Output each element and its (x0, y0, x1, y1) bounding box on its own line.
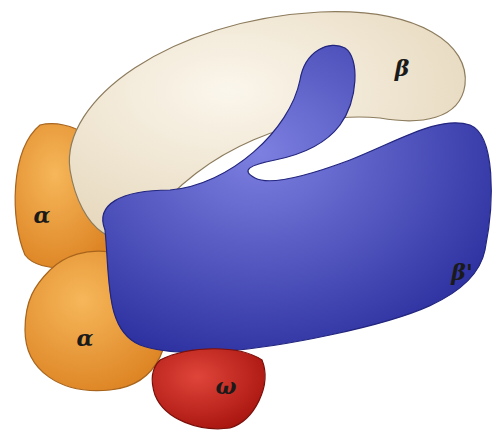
omega-subunit: ω (148, 340, 276, 432)
subunit-outline (103, 45, 491, 352)
subunit-outline (152, 349, 265, 429)
subunit-label: α (34, 204, 51, 226)
subunit-shape (95, 40, 497, 365)
subunit-label: α (77, 327, 94, 349)
subunit-label: β (395, 57, 410, 79)
beta-prime-subunit: β' (95, 40, 497, 365)
subunit-shape (148, 340, 276, 432)
subunit-label: β' (451, 261, 472, 283)
subunit-label: ω (216, 375, 237, 397)
